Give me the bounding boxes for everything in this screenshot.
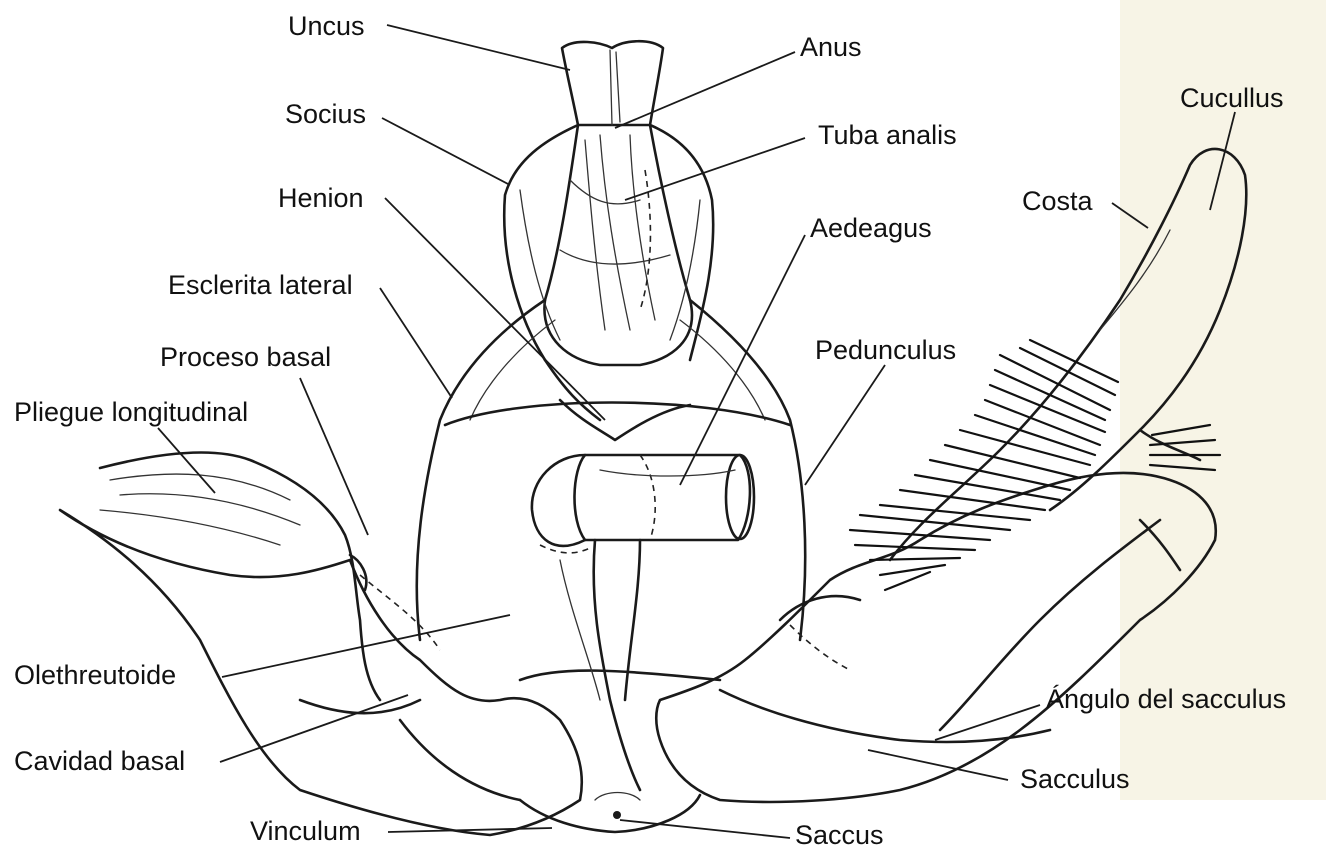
label-angulo-sacculus: Ángulo del sacculus bbox=[1046, 686, 1286, 713]
leader-tuba-analis bbox=[625, 138, 805, 200]
label-vinculum: Vinculum bbox=[250, 818, 361, 845]
label-socius: Socius bbox=[285, 101, 366, 128]
socius-structure bbox=[504, 125, 713, 360]
left-valva bbox=[60, 452, 582, 835]
leader-sacculus bbox=[868, 750, 1008, 780]
label-saccus: Saccus bbox=[795, 822, 884, 849]
label-tuba-analis: Tuba analis bbox=[818, 122, 957, 149]
leader-anus bbox=[615, 52, 795, 128]
leader-vinculum bbox=[388, 828, 552, 832]
label-costa: Costa bbox=[1022, 188, 1093, 215]
label-uncus: Uncus bbox=[288, 13, 365, 40]
leader-uncus bbox=[387, 25, 570, 70]
tuba-analis-structure bbox=[544, 125, 692, 365]
leader-pliegue-longitudinal bbox=[158, 428, 215, 493]
label-olethreutoide: Olethreutoide bbox=[14, 662, 176, 689]
uncus-structure bbox=[562, 41, 663, 125]
paper-tint bbox=[1120, 0, 1326, 800]
label-cavidad-basal: Cavidad basal bbox=[14, 748, 185, 775]
juxta-structure bbox=[520, 540, 720, 790]
leader-aedeagus bbox=[680, 235, 805, 485]
label-cucullus: Cucullus bbox=[1180, 85, 1284, 112]
label-anus: Anus bbox=[800, 34, 862, 61]
henion-structure bbox=[545, 360, 690, 440]
aedeagus-structure bbox=[532, 455, 754, 553]
leader-pedunculus bbox=[805, 365, 885, 485]
leader-socius bbox=[382, 118, 510, 185]
label-proceso-basal: Proceso basal bbox=[160, 344, 331, 371]
label-henion: Henion bbox=[278, 185, 364, 212]
leader-esclerita-lateral bbox=[380, 288, 452, 398]
label-aedeagus: Aedeagus bbox=[810, 215, 932, 242]
label-pliegue-longitudinal: Pliegue longitudinal bbox=[14, 399, 248, 426]
label-sacculus: Sacculus bbox=[1020, 766, 1130, 793]
label-pedunculus: Pedunculus bbox=[815, 337, 956, 364]
leader-proceso-basal bbox=[300, 378, 368, 535]
label-esclerita-lateral: Esclerita lateral bbox=[168, 272, 353, 299]
leader-henion bbox=[385, 198, 605, 420]
leader-lines bbox=[158, 25, 1235, 838]
